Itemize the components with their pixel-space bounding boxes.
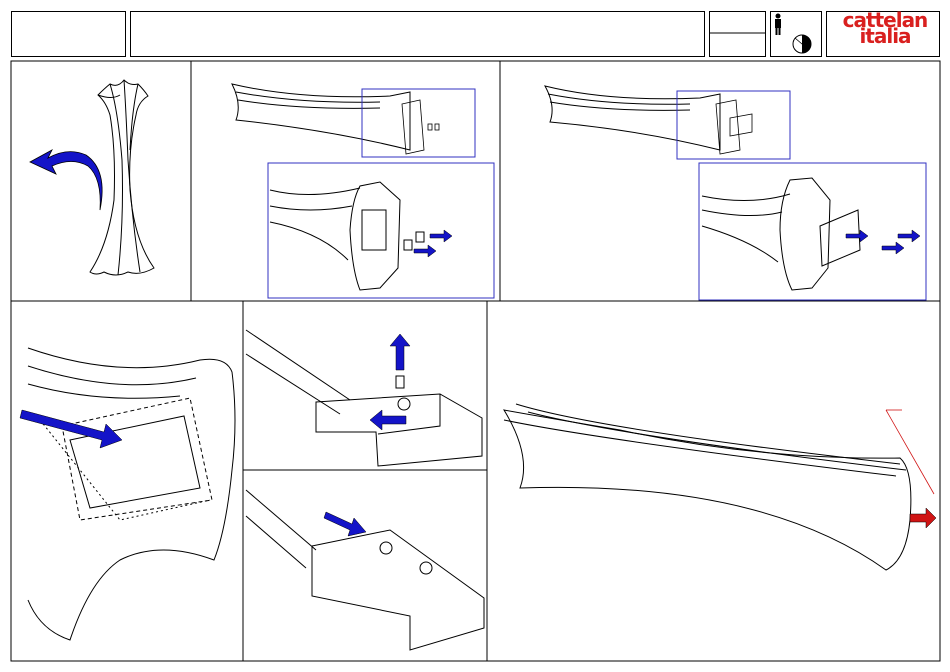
rotate-arrow-icon [30, 150, 102, 210]
step-3-detail-drawing [702, 178, 860, 290]
bottom-row-frame [11, 301, 940, 661]
step-3-detail-box [699, 163, 926, 300]
arrow-right-icon [324, 512, 366, 536]
arrow-up-icon [390, 334, 410, 370]
arrow-right-icon-red [910, 508, 936, 528]
step-3-small-plate [716, 100, 752, 154]
arrow-right-icon [414, 230, 452, 257]
step-2-base-drawing [232, 84, 410, 150]
arrow-right-icon [846, 230, 920, 254]
arrow-left-icon [370, 410, 406, 430]
step-4-base-drawing [28, 348, 235, 640]
person-icon [775, 14, 781, 36]
first-angle-projection-icon [793, 35, 811, 53]
step-2-detail-drawing [270, 182, 424, 290]
step-6-bracket-drawing [246, 490, 484, 650]
step-3-callout-box [677, 91, 790, 159]
step-2-callout-box [362, 89, 475, 157]
step-7-top-drawing [504, 404, 911, 570]
step-2-small-plate [402, 100, 439, 154]
step-3-base-drawing [545, 86, 720, 150]
step-5-bracket-drawing [246, 330, 482, 466]
